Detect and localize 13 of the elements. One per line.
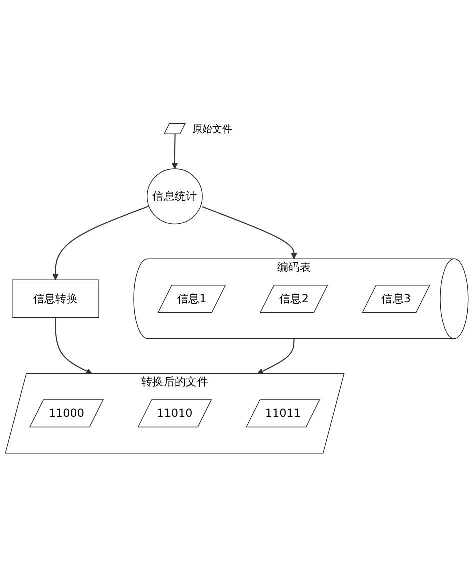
node-label: 编码表 <box>277 261 311 274</box>
node-caption: 原始文件 <box>192 124 232 136</box>
node-label: 转换后的文件 <box>141 376 208 389</box>
arrow <box>202 207 298 260</box>
cluster <box>5 374 345 454</box>
arrow <box>172 134 178 170</box>
node-circle: 信息统计 <box>147 169 203 226</box>
arrow <box>55 318 92 375</box>
arrow <box>52 206 150 281</box>
cluster <box>134 259 469 340</box>
node-parallelogram <box>164 124 186 135</box>
node-box: 信息转换 <box>12 280 100 319</box>
arrow <box>258 339 295 375</box>
